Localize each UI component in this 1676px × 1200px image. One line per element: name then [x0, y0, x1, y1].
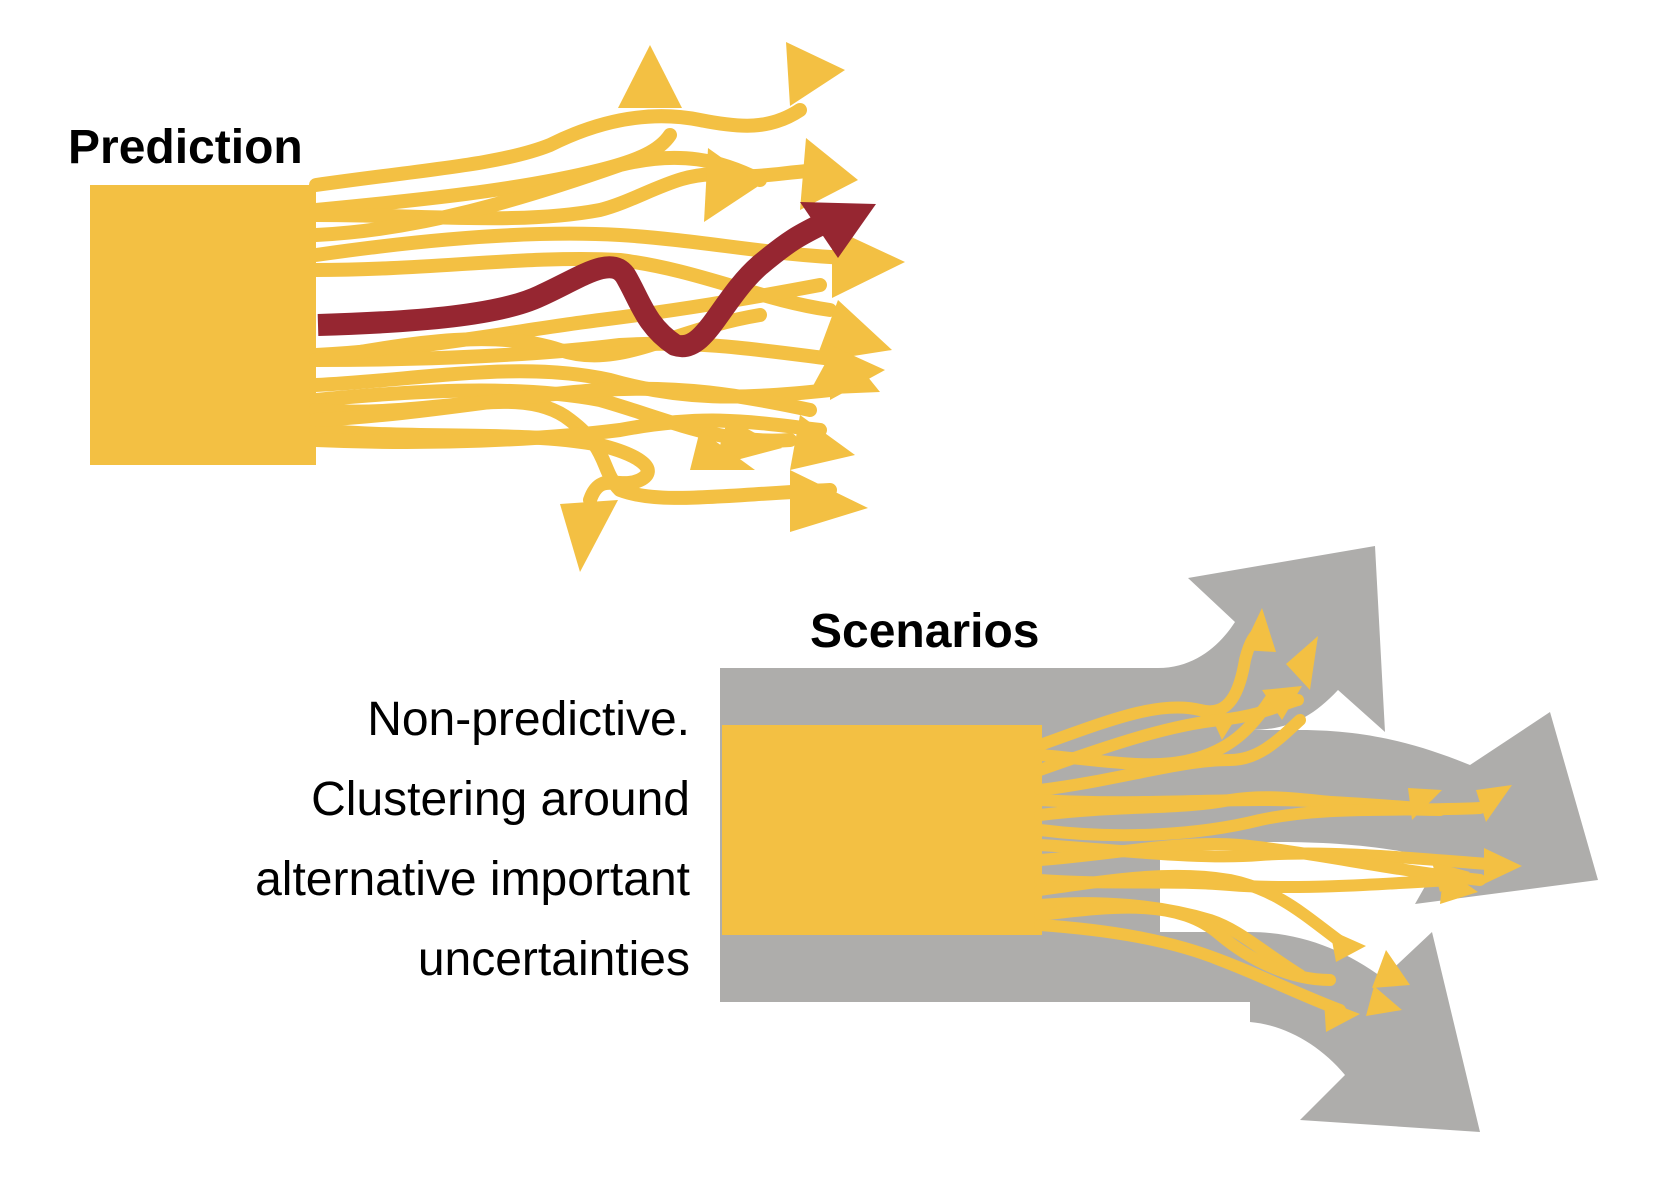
scenarios-description: Non-predictive. Clustering around altern… [130, 680, 690, 1000]
prediction-forecast-path [317, 215, 825, 358]
prediction-trajectory [309, 381, 817, 427]
scenarios-group [720, 546, 1598, 1132]
scenario-trajectory [1034, 714, 1306, 796]
prediction-trajectory [309, 336, 847, 367]
description-line: uncertainties [417, 933, 690, 986]
prediction-group [90, 42, 905, 572]
scenario-source-block [722, 725, 1042, 935]
prediction-arrowhead [790, 470, 868, 532]
prediction-arrowhead [815, 300, 892, 362]
scenario-trajectory [1034, 837, 1486, 886]
scenario-arrowhead [1366, 986, 1402, 1016]
scenario-arrowhead [1372, 950, 1410, 988]
prediction-forecast-line [317, 202, 876, 358]
prediction-trajectory [309, 103, 807, 192]
prediction-arrowhead [800, 138, 858, 210]
prediction-arrowhead [560, 500, 618, 572]
scenario-arrowhead [1242, 608, 1276, 652]
scenario-trajectory [1034, 802, 1486, 842]
scenario-arrowhead [1432, 862, 1470, 892]
prediction-arrowhead [690, 430, 755, 470]
prediction-arrowhead [618, 45, 682, 108]
prediction-arrowheads [560, 42, 905, 572]
prediction-arrowhead [704, 148, 760, 222]
scenario-arrowhead [1330, 930, 1366, 962]
scenario-arrowhead [1476, 785, 1512, 822]
scenario-arrowhead [1484, 848, 1522, 884]
prediction-arrowhead [786, 42, 845, 106]
scenario-trajectory [1034, 919, 1346, 1016]
prediction-trajectory [309, 308, 767, 367]
description-line: Clustering around [311, 773, 690, 826]
scenario-arrowhead [1324, 1000, 1360, 1032]
scenario-arrowhead [1212, 718, 1236, 740]
scenario-trajectories [1034, 622, 1506, 1016]
scenario-arrowheads [1212, 608, 1522, 1032]
scenarios-title: Scenarios [810, 605, 1040, 658]
prediction-source-block [90, 185, 316, 465]
prediction-trajectory [309, 413, 827, 449]
scenario-arrowhead [1408, 788, 1442, 820]
prediction-arrowhead [830, 345, 885, 400]
description-line: alternative important [255, 853, 690, 906]
description-line: Non-predictive. [367, 693, 690, 746]
prediction-arrowhead [832, 228, 905, 298]
prediction-title: Prediction [68, 121, 303, 174]
scenario-arrowhead [1286, 636, 1318, 690]
prediction-arrowhead [790, 415, 855, 470]
scenario-trajectory [1034, 869, 1351, 951]
scenario-trajectory [1034, 901, 1336, 986]
prediction-forecast-arrowhead [800, 202, 876, 258]
scenario-arrowhead [1262, 686, 1302, 720]
